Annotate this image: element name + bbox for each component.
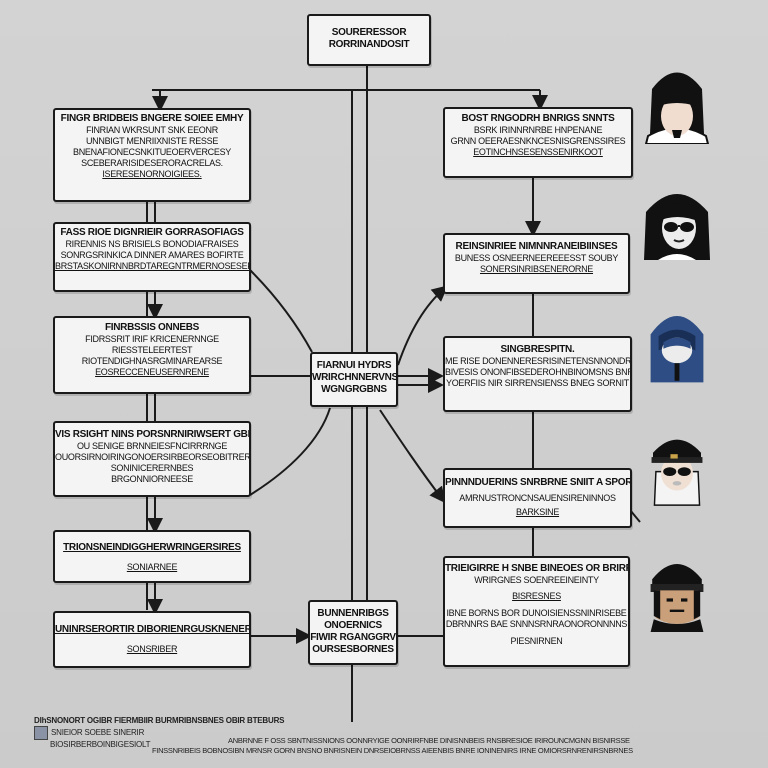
- branch-line: [379, 409, 446, 504]
- center-box-1: FIARNUI HYDRS WRIRCHNNERVNS WGNGRGBNS: [310, 352, 398, 407]
- left-box-1: FINGR BRIDBEIS BNGERE SOIEE EMHY FINRIAN…: [53, 108, 251, 202]
- box-line: EOTINCHNSESENSSENIRKOOT: [473, 147, 603, 157]
- box-line: BNENAFIONECSNKITUEOERVERCESY: [73, 147, 231, 157]
- right-box-2: REINSINRIEE NIMNNRANEIBIINSES BUNESS OSN…: [443, 233, 630, 294]
- box-line: WGNGRGBNS: [321, 384, 387, 395]
- box-line: IBNE BORNS BOR DUNOISIENSSNINRISEBE: [446, 608, 627, 618]
- box-line: FIDRSSRIT IRIF KRICENERNNGE: [85, 334, 219, 344]
- box-line: BRGONNIORNEESE: [111, 474, 193, 484]
- box-line: WRIRCHNNERVNS: [312, 372, 398, 383]
- footer-line-2: FINSSNRIBEIS BOBNOSIBN MRNSR GORN BNSNO …: [152, 746, 633, 755]
- box-line: AMRNUSTRONCNSAUENSIRENINNOS: [459, 493, 616, 503]
- right-box-1: BOST RNGODRH BNRIGS SNNTS BSRK IRINNRNRB…: [443, 107, 633, 178]
- box-line: RIESSTELEERTEST: [111, 345, 193, 355]
- box-line: BSRK IRINNRNRBE HNPENANE: [473, 125, 603, 135]
- box-line: RIRENNIS NS BRISIELS BONODIAFRAISES: [65, 239, 239, 249]
- long-hair-figure-icon: [644, 72, 710, 144]
- box-line: SINGBRESPITN.: [500, 344, 575, 355]
- branch-line: [397, 285, 449, 366]
- box-line: BRSTASKONIRNNBRDTAREGNTRMERNOSESEFTRNS: [55, 261, 249, 271]
- box-line: FINRBSSIS ONNEBS: [104, 322, 200, 333]
- left-box-5: TRIONSNEINDIGGHERWRINGERSIRES SONIARNEE: [53, 530, 251, 583]
- box-line: WRIRGNES SOENREEINEINTY: [474, 575, 599, 585]
- box-line: BISRESNES: [512, 591, 561, 601]
- legend-entry: SNIEIOR SOEBE SINERIR: [34, 726, 284, 740]
- box-line: FASS RIOE DIGNRIEIR GORRASOFIAGS: [60, 227, 244, 238]
- box-line: FIWIR RGANGGRV: [310, 632, 396, 643]
- branch-line: [249, 269, 313, 353]
- legend: DIhSNONORT OGIBR FIERMBIIR BURMRIBNSBNES…: [34, 716, 284, 750]
- left-box-4: VIS RSIGHT NINS PORSNRNIRIWSERT GBINT OU…: [53, 421, 251, 497]
- box-line: VIS RSIGHT NINS PORSNRNIRIWSERT GBINT: [55, 429, 251, 440]
- box-line: BARKSINE: [515, 507, 560, 517]
- box-line: EOSRECCENEUSERNRENE: [95, 367, 209, 377]
- box-line: REINSINRIEE NIMNNRANEIBIINSES: [455, 241, 618, 252]
- box-line: BUNESS OSNEERNEEREEESST SOUBY: [454, 253, 619, 263]
- box-line: UNINRSERORTIR DIBORIENRGUSKNENERS: [55, 624, 251, 635]
- box-line: TRIONSNEINDIGGHERWRINGERSIRES: [63, 542, 241, 553]
- box-line: TRIEIGIRRE H SNBE BINEOES OR BRIRR: [445, 563, 630, 574]
- legend-text: SNIEIOR SOEBE SINERIR: [51, 728, 145, 738]
- box-line: SONRGSRINKICA DINNER AMARES BOFIRTE: [60, 250, 244, 260]
- box-line: SONINICERERNBES: [110, 463, 194, 473]
- box-line: PIESNIRNEN: [510, 636, 563, 646]
- box-line: ISERESENORNOIGIEES.: [102, 169, 202, 179]
- left-box-2: FASS RIOE DIGNRIEIR GORRASOFIAGS RIRENNI…: [53, 222, 251, 292]
- left-box-3: FINRBSSIS ONNEBS FIDRSSRIT IRIF KRICENER…: [53, 316, 251, 394]
- box-line: SONSRIBER: [126, 644, 178, 654]
- box-line: SCEBERARISIDESERORACRELAS.: [81, 158, 223, 168]
- box-line: YOERFIIS NIR SIRRENSIENSS BNEG SORNIT: [446, 378, 629, 388]
- center-box-2: BUNNENRIBGS ONOERNICS FIWIR RGANGGRV OUR…: [308, 600, 398, 665]
- box-line: OURSESBORNES: [312, 644, 394, 655]
- cap-figure-icon: [651, 439, 703, 506]
- box-line: PINNNDUERINS SNRBRNE SNIIT A SPOR: [445, 477, 632, 488]
- box-line: SONIARNEE: [126, 562, 178, 572]
- blue-hood-figure-icon: [650, 316, 704, 383]
- box-line: RIOTENDIGHNASRGMINAREARSE: [81, 356, 223, 366]
- right-box-3: SINGBRESPITN. ME RISE DONENNERESRISINETE…: [443, 336, 632, 412]
- right-box-5: TRIEIGIRRE H SNBE BINEOES OR BRIRR WRIRG…: [443, 556, 630, 667]
- legend-swatch: [34, 726, 48, 740]
- box-line: ONOERNICS: [324, 620, 382, 631]
- box-line: ME RISE DONENNERESRISINETENSNNONDRERNS: [445, 356, 632, 366]
- right-box-4: PINNNDUERINS SNRBRNE SNIIT A SPOR AMRNUS…: [443, 468, 632, 528]
- box-line: FIARNUI HYDRS: [316, 360, 392, 371]
- box-line: UNNBIGT MENRIIXNISTE RESSE: [85, 136, 219, 146]
- box-line: FINRIAN WKRSUNT SNK EEONR: [86, 125, 218, 135]
- box-line: GRNN OEERAESNKNCESNISGRENSSIRES: [450, 136, 626, 146]
- sunglasses-figure-icon: [644, 194, 710, 260]
- box-line: OU SENIGE BRNNEIESFNCIRRRNGE: [76, 441, 228, 451]
- legend-entry-secondary: BIOSIRBERBOINBIGESIOLT: [50, 740, 151, 749]
- footer-line-1: ANBRNNE F OSS SBNTNISSNIONS OONNRYIGE OO…: [228, 736, 630, 745]
- top-box-line: RORRINANDOSIT: [328, 39, 410, 50]
- top-box-line: SOURERESSOR: [331, 27, 407, 38]
- left-box-6: UNINRSERORTIR DIBORIENRGUSKNENERS SONSRI…: [53, 611, 251, 668]
- box-line: SONERSINRIBSENERORNE: [479, 264, 594, 274]
- top-root-box: SOURERESSOR RORRINANDOSIT: [307, 14, 431, 66]
- box-line: BOST RNGODRH BNRIGS SNNTS: [461, 113, 615, 124]
- box-line: FINGR BRIDBEIS BNGERE SOIEE EMHY: [60, 113, 244, 124]
- box-line: OUORSIRNOIRINGONOERSIRBEORSEOBITRERE: [55, 452, 251, 462]
- box-line: DBRNNRS BAE SNNNSRNRAONORONNNNS: [445, 619, 628, 629]
- box-line: BIVESIS ONONFIBSEDEROHNBINOMSNS BNRSE: [445, 367, 632, 377]
- branch-line: [249, 407, 331, 496]
- legend-title: DIhSNONORT OGIBR FIERMBIIR BURMRIBNSBNES…: [34, 716, 285, 725]
- beanie-figure-icon: [650, 564, 704, 632]
- box-line: BUNNENRIBGS: [317, 608, 389, 619]
